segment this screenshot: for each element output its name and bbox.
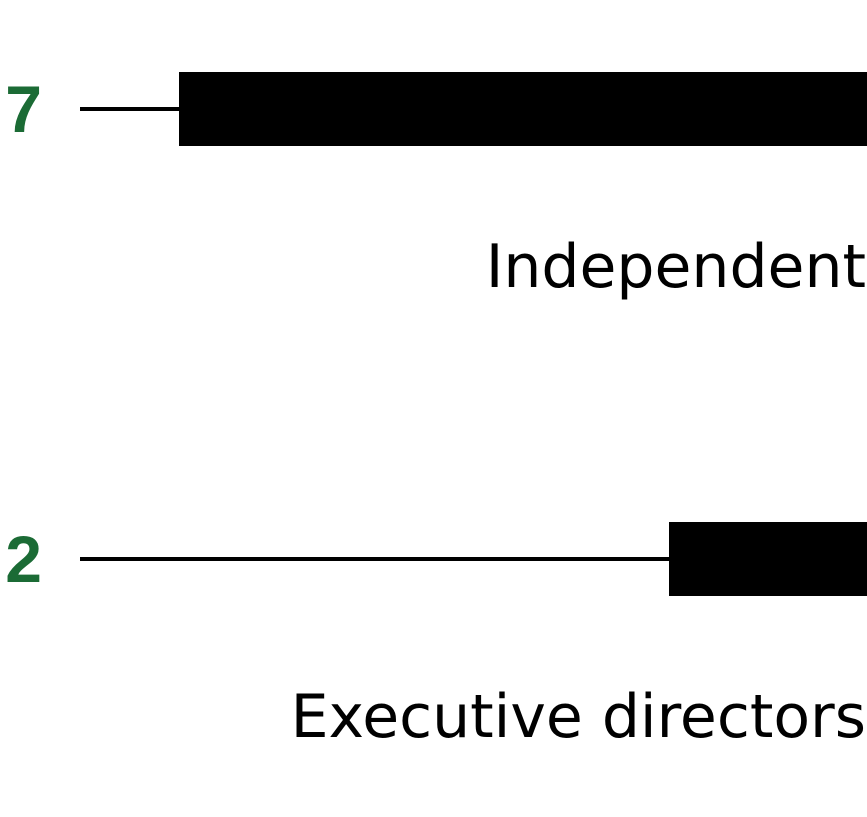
bar (179, 72, 867, 146)
bar (669, 522, 867, 596)
value-label: 2 (5, 522, 42, 596)
value-label: 7 (5, 72, 42, 146)
category-label: Executive directors (291, 682, 866, 752)
category-label: Independent (486, 232, 866, 302)
